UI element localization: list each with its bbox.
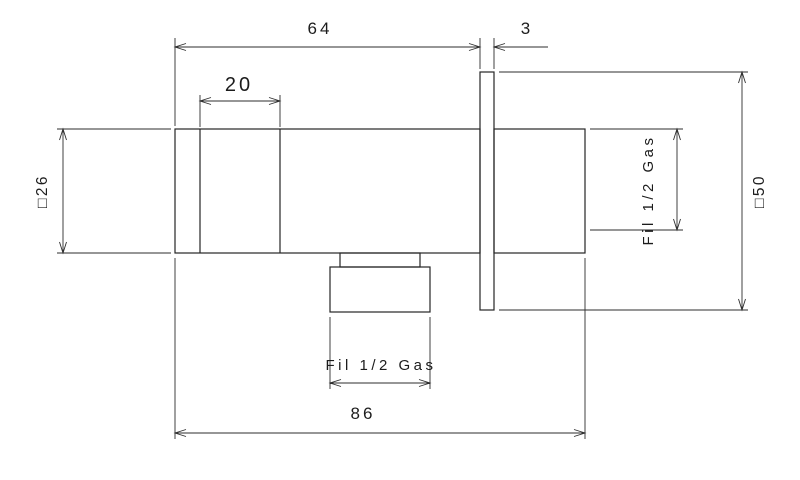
dim-plate-thickness-lines bbox=[492, 38, 548, 69]
dim-outlet-thread-lines bbox=[328, 317, 432, 389]
dim-inlet-thread-lines bbox=[590, 127, 683, 232]
dim-plate-square-lines bbox=[499, 70, 748, 312]
dim-total-length-label: 86 bbox=[351, 404, 376, 423]
dim-body-square-label: □26 bbox=[34, 174, 51, 208]
dim-front-length-lines bbox=[173, 38, 482, 126]
dim-handle-section-lines bbox=[198, 95, 282, 127]
valve-body-outline bbox=[174, 128, 481, 254]
dim-plate-thickness-label: 3 bbox=[521, 19, 533, 38]
dim-inlet-thread: Fil 1/2 Gas bbox=[590, 127, 683, 246]
dim-handle-section: 20 bbox=[198, 74, 282, 127]
rear-connector-outline bbox=[493, 128, 586, 254]
dim-front-length-label: 64 bbox=[308, 19, 333, 38]
dim-total-length: 86 bbox=[173, 258, 587, 439]
outlet-nut-outline bbox=[329, 266, 431, 313]
dim-plate-thickness: 3 bbox=[492, 19, 548, 69]
dim-total-length-lines bbox=[173, 258, 587, 439]
dim-plate-square-label: □50 bbox=[751, 174, 768, 208]
dim-body-square-lines bbox=[57, 127, 171, 255]
dim-inlet-thread-label: Fil 1/2 Gas bbox=[640, 134, 657, 245]
dim-front-length: 64 bbox=[173, 19, 482, 126]
dim-body-square: □26 bbox=[34, 127, 171, 255]
dim-outlet-thread: Fil 1/2 Gas bbox=[325, 317, 436, 389]
dim-plate-square: □50 bbox=[499, 70, 768, 312]
dim-handle-section-label: 20 bbox=[225, 74, 253, 96]
dim-outlet-thread-label: Fil 1/2 Gas bbox=[325, 357, 436, 374]
outlet-neck-outline bbox=[339, 252, 421, 268]
valve-outline bbox=[174, 71, 586, 313]
wall-plate-outline bbox=[479, 71, 495, 311]
handle-groove-lines bbox=[199, 129, 281, 253]
